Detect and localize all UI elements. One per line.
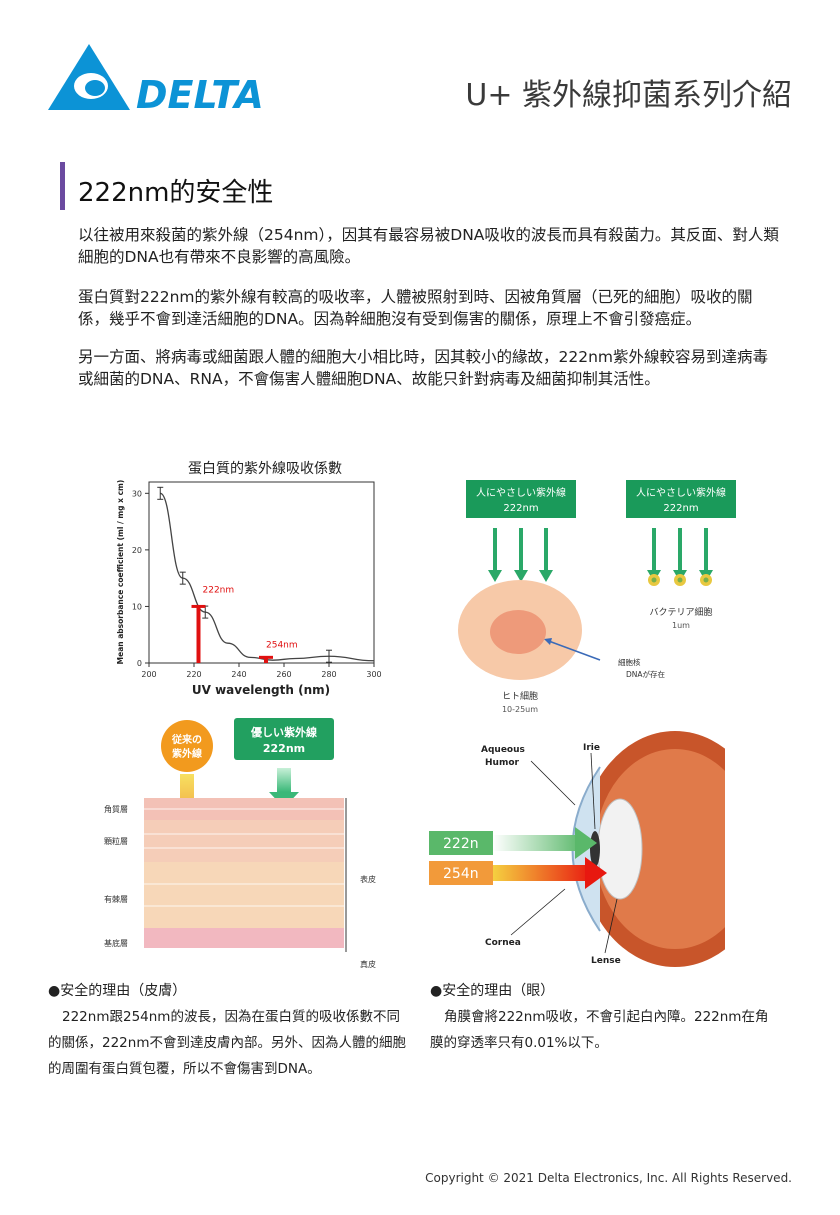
highlight-marker-222nm: 222nm — [191, 585, 235, 663]
chart-xlabel: UV wavelength (nm) — [192, 683, 330, 697]
chart-title: 蛋白質的紫外線吸收係數 — [188, 461, 342, 477]
bacteria-label: バクテリア細胞 — [649, 606, 712, 618]
y-tick-label: 30 — [132, 489, 142, 498]
aqueous-label-1: Aqueous — [481, 745, 525, 755]
dermis-label: 真皮 — [360, 959, 376, 969]
ray-222-label: 222n — [443, 836, 479, 852]
bacteria-cells — [648, 574, 712, 586]
ray-254-label: 254n — [443, 866, 479, 882]
iris-shape — [590, 831, 600, 867]
layer-label-corneum: 角質層 — [104, 804, 128, 814]
lense-label: Lense — [591, 956, 621, 966]
stratum-basale — [144, 928, 344, 948]
layer-label-granulosum: 顆粒層 — [104, 836, 128, 846]
gentle-uv-label-2: 222nm — [263, 742, 305, 755]
ray-222-arrow — [493, 835, 583, 851]
human-cell-label: ヒト細胞 — [502, 690, 538, 702]
page-title: U+ 紫外線抑菌系列介紹 — [465, 78, 792, 113]
paragraph-3: 另一方面、將病毒或細菌跟人體的細胞大小相比時，因其較小的緣故，222nm紫外線較… — [78, 348, 769, 388]
aqueous-label-2: Humor — [485, 758, 520, 768]
cornea-label: Cornea — [485, 938, 521, 948]
gentle-uv-label-1: 優しい紫外線 — [250, 725, 317, 739]
ray-254-arrow — [493, 865, 593, 881]
y-tick-label: 0 — [137, 659, 142, 668]
nucleus-note-2: DNAが存在 — [626, 669, 666, 679]
gentle-uv-ray — [277, 768, 291, 792]
gentle-uv-box — [234, 718, 334, 760]
uv-label-bacteria: 人にやさしい紫外線 — [636, 486, 726, 499]
highlight-label: 222nm — [203, 585, 235, 595]
nucleus-note-1: 細胞核 — [618, 657, 641, 667]
uv-label-box-bacteria — [626, 480, 736, 518]
ray-254-box — [429, 861, 493, 885]
error-bar — [157, 486, 164, 500]
stratum-granulosum — [144, 820, 344, 862]
x-tick-label: 200 — [141, 670, 156, 679]
section-heading: 222nm的安全性 — [78, 178, 274, 208]
bacteria-size: 1um — [672, 621, 690, 630]
copyright-footer: Copyright © 2021 Delta Electronics, Inc.… — [425, 1171, 792, 1185]
eye-figure: 222n 254n Aqueous Humor Irie Cornea Lens… — [429, 731, 725, 967]
stratum-spinosum — [144, 862, 344, 928]
section-accent-bar — [60, 162, 65, 210]
eye-reason-body: 角膜會將222nm吸收，不會引起白內障。222nm在角膜的穿透率只有0.01%以… — [430, 1009, 769, 1051]
human-cell-size: 10-25um — [502, 705, 538, 714]
skin-reason-body: 222nm跟254nm的波長，因為在蛋白質的吸收係數不同的關係，222nm不會到… — [48, 1009, 406, 1077]
y-tick-label: 10 — [132, 602, 142, 611]
uv-label-human-nm: 222nm — [503, 503, 538, 514]
uv-arrows-human — [493, 528, 548, 570]
skin-reason-title: ●安全的理由（皮膚） — [48, 983, 187, 999]
nucleus-pointer-arrow — [545, 639, 601, 661]
paragraph-1: 以往被用來殺菌的紫外線（254nm），因其有最容易被DNA吸收的波長而具有殺菌力… — [78, 226, 779, 266]
delta-wordmark: DELTA — [136, 73, 264, 114]
conventional-uv-badge — [161, 720, 213, 772]
x-tick-label: 240 — [231, 670, 246, 679]
skin-layers-figure: 従来の 紫外線 優しい紫外線 222nm 角質層 顆粒層 有棘層 基底層 表皮 … — [104, 718, 376, 969]
paragraph-2: 蛋白質對222nm的紫外線有較高的吸收率，人體被照射到時、因被角質層（已死的細胞… — [78, 288, 753, 328]
highlight-label: 254nm — [266, 640, 298, 650]
absorbance-chart: 蛋白質的紫外線吸收係數 200 220 240 260 280 300 0 10 20 30 22… — [116, 461, 382, 697]
layer-label-basale: 基底層 — [104, 938, 128, 948]
uv-label-bacteria-nm: 222nm — [663, 503, 698, 514]
plot-frame — [148, 481, 375, 664]
x-tick-label: 220 — [186, 670, 201, 679]
delta-logo: DELTA — [48, 44, 264, 114]
x-tick-label: 300 — [366, 670, 381, 679]
lens-shape — [597, 798, 643, 900]
layer-label-spinosum: 有棘層 — [104, 894, 128, 904]
y-tick-label: 20 — [132, 546, 142, 555]
x-tick-label: 260 — [276, 670, 291, 679]
absorbance-series-line — [159, 492, 375, 662]
conventional-uv-label-2: 紫外線 — [172, 747, 202, 760]
highlight-marker-254nm: 254nm — [259, 640, 298, 663]
cell-comparison-figure: 人にやさしい紫外線 222nm 人にやさしい紫外線 222nm バクテリア細胞 … — [458, 480, 736, 714]
eye-reason-title: ●安全的理由（眼） — [430, 983, 555, 999]
x-tick-label: 280 — [321, 670, 336, 679]
uv-label-box-human — [466, 480, 576, 518]
chart-ylabel: Mean absorbance coefficient (ml / mg x c… — [116, 480, 125, 665]
uv-label-human: 人にやさしい紫外線 — [476, 486, 566, 499]
epidermis-label: 表皮 — [360, 874, 376, 884]
conventional-uv-label-1: 従来の — [171, 733, 202, 746]
uv-arrows-bacteria — [652, 528, 708, 570]
ray-222-box — [429, 831, 493, 855]
iris-label: Irie — [583, 743, 600, 753]
error-bar — [326, 649, 332, 663]
cell-nucleus — [490, 610, 546, 654]
error-bar — [179, 571, 186, 585]
